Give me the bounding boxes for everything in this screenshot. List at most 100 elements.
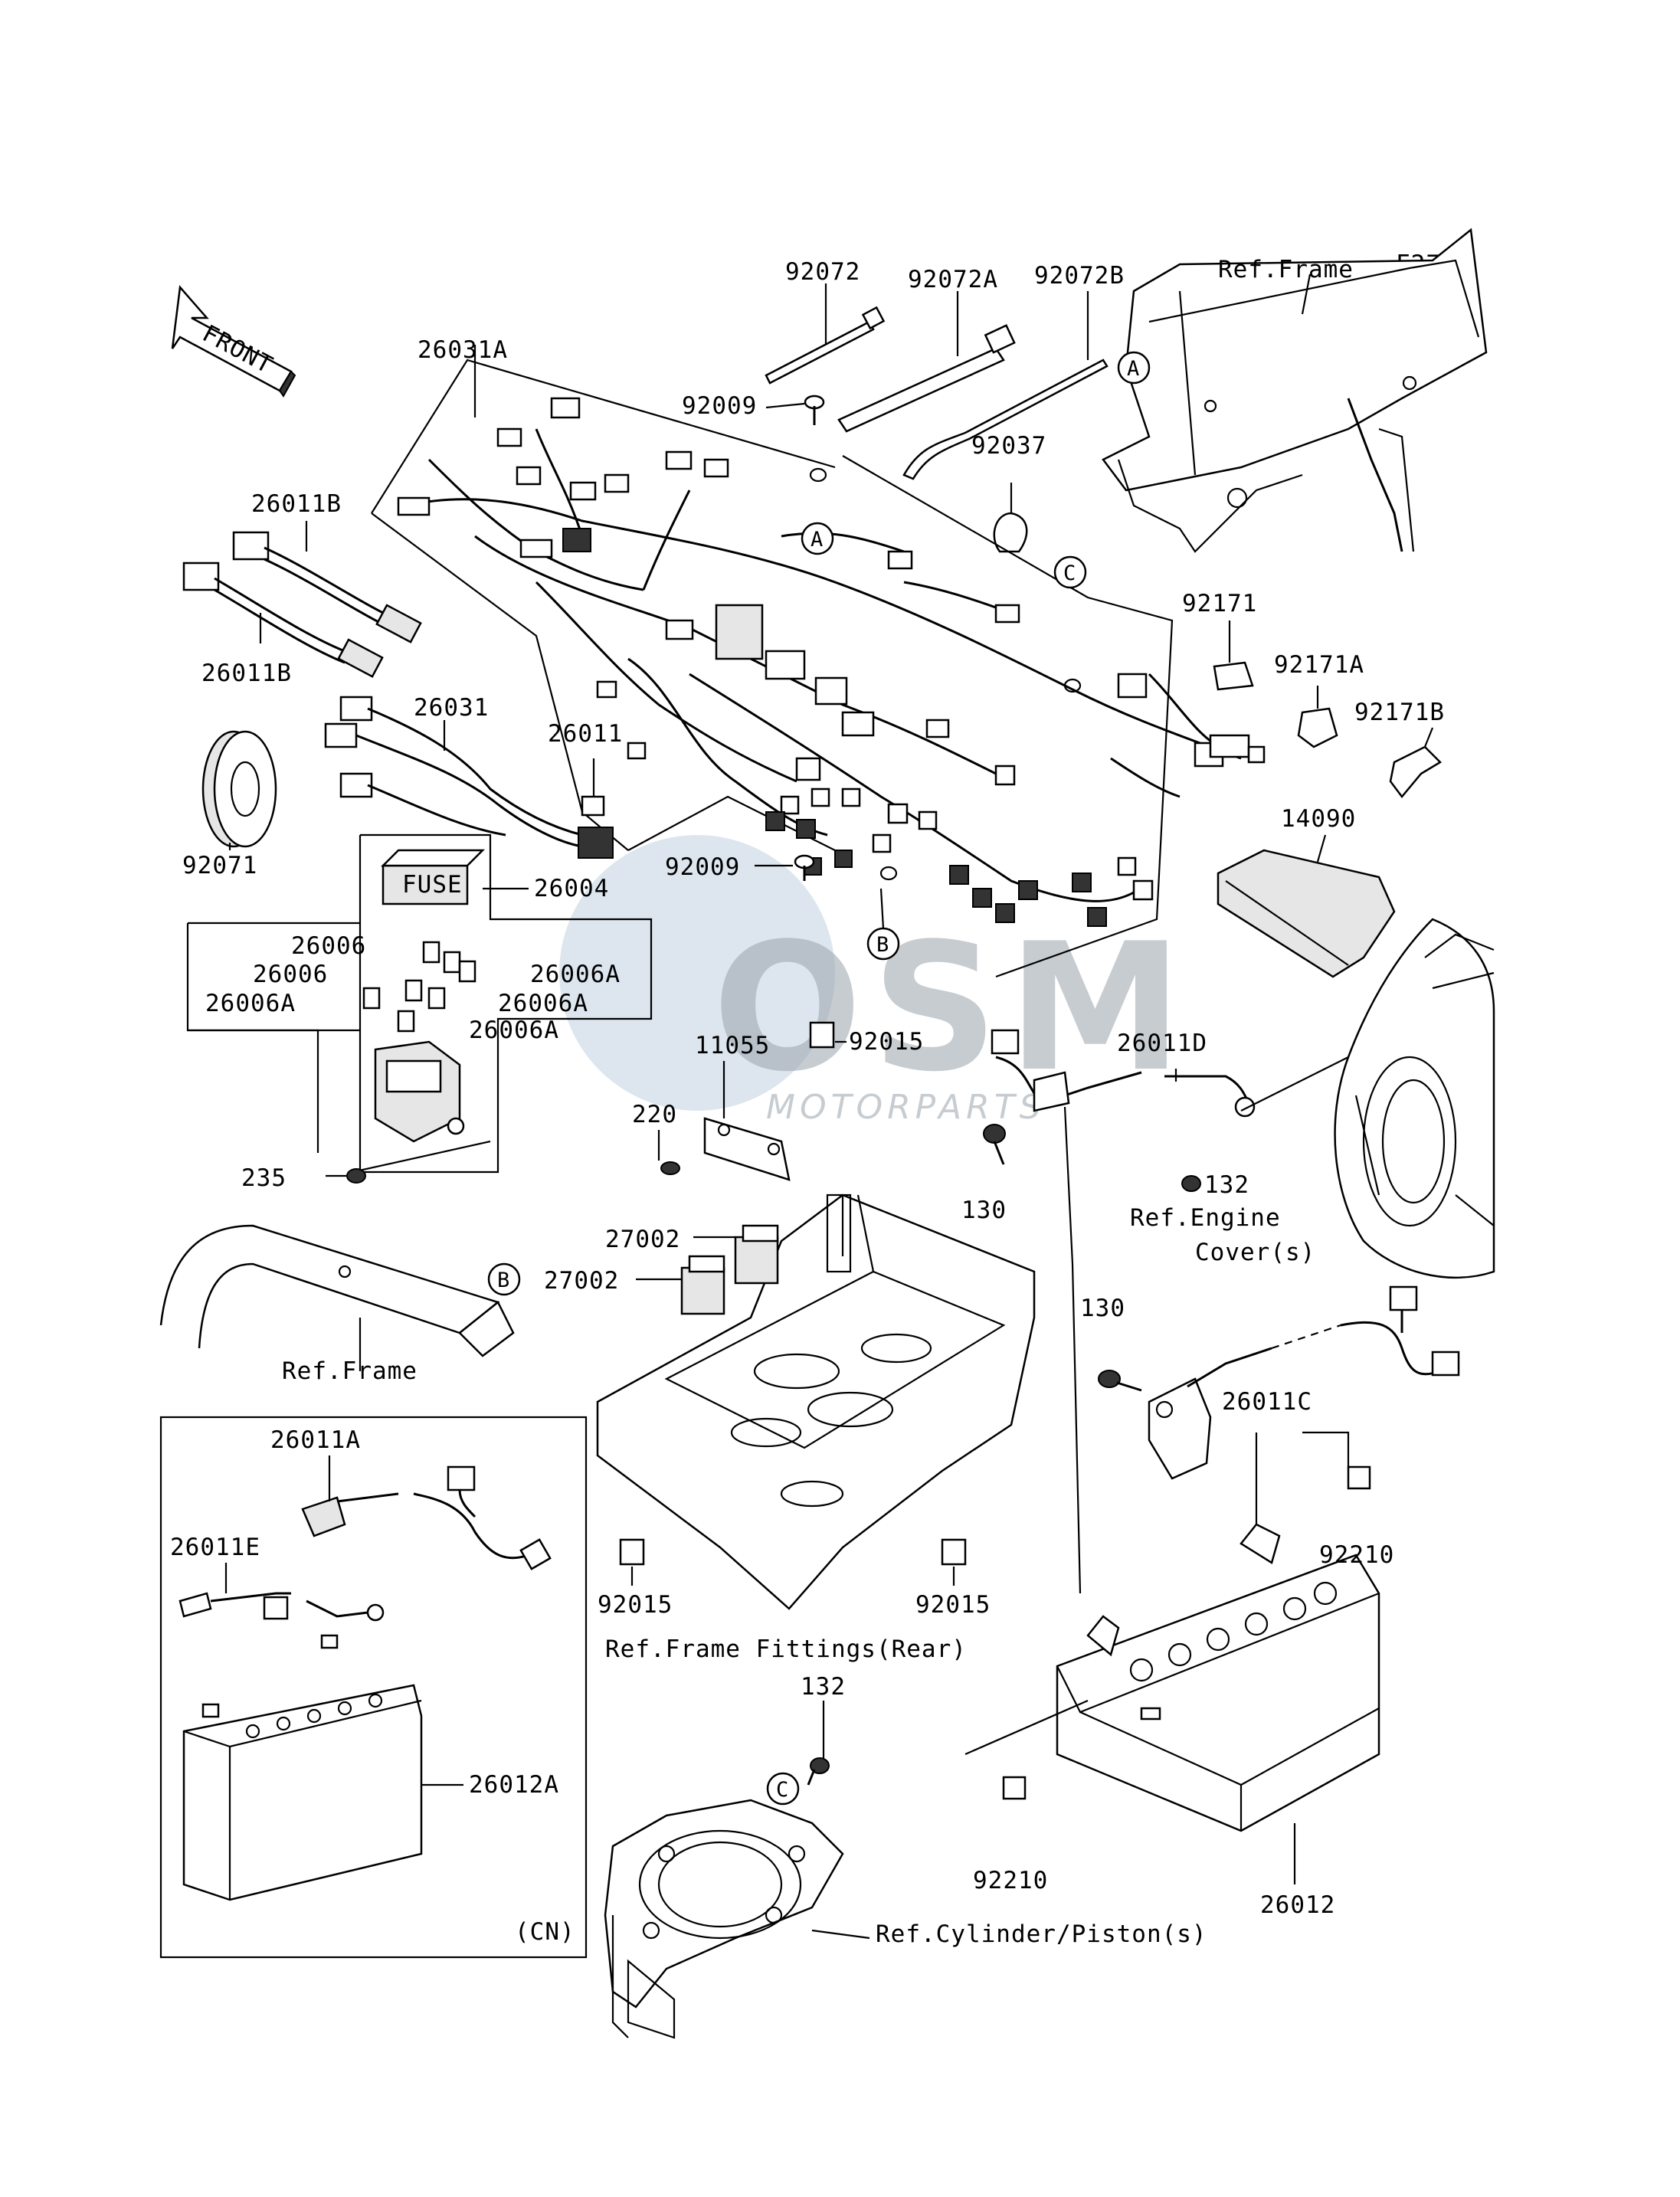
label-26031: 26031 — [414, 694, 489, 722]
grommet-92071 — [201, 730, 277, 850]
bolt-130-mid — [1098, 1370, 1142, 1392]
callout-c-top: C — [1053, 555, 1087, 589]
label-92210-bottom: 92210 — [973, 1867, 1048, 1894]
label-92015-right: 92015 — [915, 1591, 991, 1619]
nut-92210-bottom — [964, 1699, 1089, 1800]
clip-92015-top — [809, 1021, 847, 1049]
clip-92015-left — [619, 1538, 645, 1586]
callout-b-mid: B — [866, 888, 900, 961]
svg-text:A: A — [1127, 357, 1139, 381]
label-26011B-top: 26011B — [251, 490, 342, 518]
callout-a-right: A — [1117, 351, 1151, 385]
ref-engine-label-1: Ref.Engine — [1130, 1204, 1281, 1232]
clip-92015-right — [941, 1538, 967, 1586]
relay-27002-b — [636, 1255, 725, 1315]
cable-tie-92072A — [837, 291, 1016, 433]
bracket-11055 — [703, 1061, 791, 1181]
clip-92037 — [993, 483, 1028, 553]
bolt-130-top — [983, 1124, 1006, 1165]
label-26006-b: 26006 — [253, 961, 328, 988]
label-92037: 92037 — [971, 432, 1046, 460]
front-arrow-icon: FRONT — [171, 285, 296, 398]
bolt-132-bottom — [807, 1701, 830, 1786]
bolt-92009-mid — [755, 854, 815, 881]
harness-26031 — [324, 696, 614, 859]
nut-92210-right — [1302, 1431, 1371, 1490]
svg-text:B: B — [876, 933, 889, 957]
label-26011B-bottom: 26011B — [201, 660, 292, 687]
clip-92171B — [1389, 727, 1443, 799]
fuse-box-group: FUSE — [186, 833, 653, 1174]
label-26011A: 26011A — [270, 1426, 361, 1454]
svg-text:C: C — [776, 1778, 788, 1802]
cable-26011D — [991, 1029, 1349, 1594]
label-26011: 26011 — [548, 720, 623, 748]
ref-frame-fittings-label: Ref.Frame Fittings(Rear) — [605, 1635, 967, 1663]
svg-text:B: B — [497, 1269, 509, 1292]
relay-27002-a — [693, 1224, 779, 1285]
ref-frame-top-label: Ref.Frame — [1218, 256, 1354, 283]
ref-engine-cover — [1334, 918, 1495, 1279]
label-92015-top: 92015 — [849, 1028, 924, 1056]
label-14090: 14090 — [1281, 805, 1356, 833]
label-92072A: 92072A — [908, 266, 998, 293]
label-92071: 92071 — [182, 852, 257, 879]
label-26006A-a: 26006A — [530, 961, 621, 988]
label-11055: 11055 — [695, 1032, 770, 1059]
ref-frame-left-label: Ref.Frame — [282, 1357, 418, 1385]
label-235: 235 — [241, 1164, 287, 1192]
clip-92171 — [1213, 620, 1254, 691]
cable-26011C — [1148, 1285, 1460, 1480]
label-26006-a: 26006 — [291, 932, 366, 960]
label-26031A: 26031A — [418, 336, 508, 364]
callout-a-top: A — [801, 522, 834, 555]
cable-tie-92072 — [765, 283, 886, 385]
label-26011D: 26011D — [1117, 1030, 1207, 1057]
cn-variant-box — [159, 1416, 588, 1959]
callout-b-left: B — [487, 1262, 521, 1296]
label-26011E: 26011E — [170, 1534, 260, 1561]
bolt-132-top — [1181, 1175, 1201, 1192]
label-26006A-b: 26006A — [205, 990, 296, 1017]
harness-26011B-upper — [232, 521, 422, 643]
label-92009-top: 92009 — [682, 392, 757, 420]
svg-text:C: C — [1063, 562, 1076, 585]
osm-watermark: OSM MOTORPARTS — [559, 835, 1183, 1127]
battery-case — [596, 1193, 1036, 1610]
label-92171B: 92171B — [1354, 699, 1445, 726]
label-132-top: 132 — [1204, 1171, 1249, 1199]
label-26004: 26004 — [534, 875, 609, 902]
label-92072: 92072 — [785, 258, 860, 286]
label-26011C: 26011C — [1222, 1388, 1312, 1416]
callout-c-bottom: C — [766, 1772, 800, 1806]
label-92171: 92171 — [1182, 590, 1257, 617]
label-92072B: 92072B — [1034, 262, 1125, 290]
region-note-cn: (CN) — [515, 1918, 575, 1946]
label-26012A: 26012A — [469, 1771, 559, 1799]
ref-engine-label-2: Cover(s) — [1195, 1239, 1315, 1266]
label-92171A: 92171A — [1274, 651, 1364, 679]
label-92015-left: 92015 — [598, 1591, 673, 1619]
label-132-bottom: 132 — [801, 1673, 846, 1701]
bolt-235 — [326, 1168, 366, 1184]
label-26006A-c: 26006A — [498, 990, 588, 1017]
main-harness-26031A — [371, 345, 1266, 978]
fuse-box-label: FUSE — [402, 871, 463, 899]
cover-14090 — [1217, 834, 1396, 978]
reference-labels: Ref.Frame Ref.Engine Cover(s) Ref.Frame … — [282, 256, 1354, 1948]
svg-text:A: A — [811, 528, 823, 552]
cable-tie-92072B — [902, 291, 1109, 480]
label-130-top: 130 — [961, 1197, 1007, 1224]
ref-cylinder-label: Ref.Cylinder/Piston(s) — [876, 1920, 1207, 1948]
label-26006A-d: 26006A — [469, 1017, 559, 1044]
label-130-mid: 130 — [1080, 1295, 1125, 1322]
ref-frame-top — [1102, 228, 1488, 553]
label-92210-right: 92210 — [1319, 1541, 1394, 1569]
clip-92171A — [1297, 686, 1338, 748]
label-220: 220 — [632, 1101, 677, 1128]
watermark-subtitle: MOTORPARTS — [766, 1088, 1046, 1127]
label-26012: 26012 — [1260, 1891, 1335, 1919]
battery-26012 — [1056, 1432, 1380, 1884]
label-27002-b: 27002 — [544, 1267, 619, 1295]
